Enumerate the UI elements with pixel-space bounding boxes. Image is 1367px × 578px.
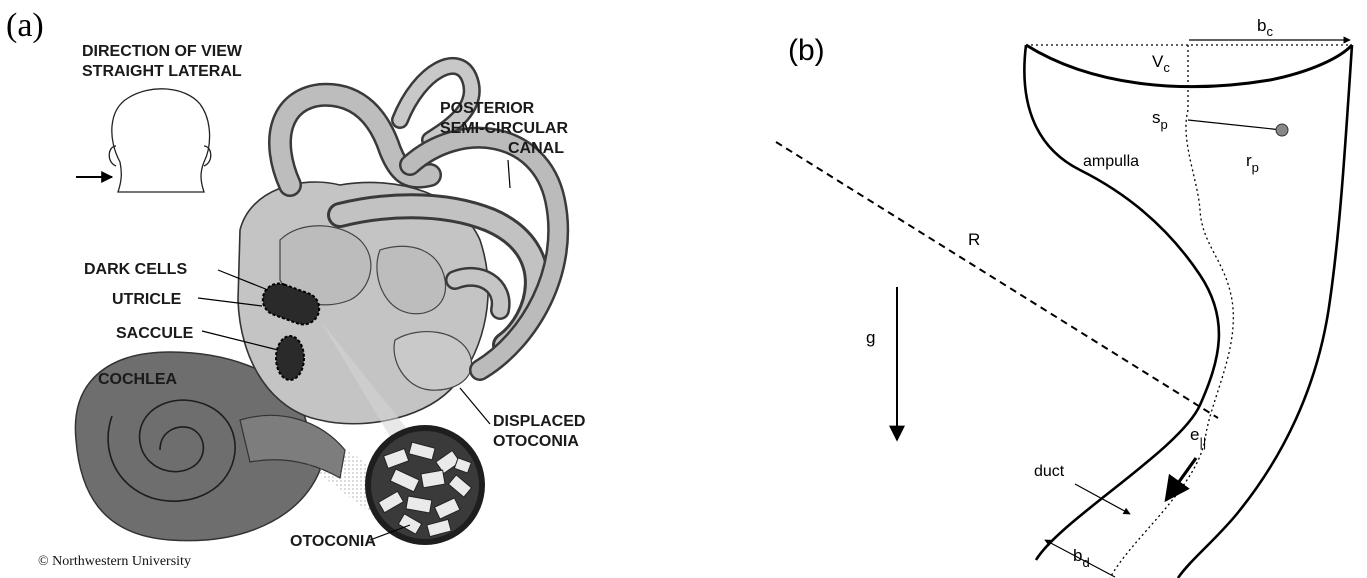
duct-leader (1075, 484, 1130, 514)
dark-cells-label: DARK CELLS (84, 261, 187, 278)
otoconia-label: OTOCONIA (290, 533, 376, 550)
bd-label: bd (1073, 546, 1090, 570)
posterior-canal-label-3: CANAL (508, 140, 564, 157)
outer-wall (1178, 45, 1352, 578)
posterior-canal-label-2: SEMI-CIRCULAR (440, 120, 568, 137)
saccule-shape (276, 336, 304, 380)
bc-label: bc (1257, 16, 1273, 39)
rp-label: rp (1246, 151, 1259, 175)
panel-a: (a) DIRECTION OF VIEW STRAIGHT LATERAL C… (6, 7, 585, 569)
saccule-label: SACCULE (116, 325, 194, 342)
copyright-text: © Northwestern University (38, 554, 191, 569)
sp-label: sp (1152, 108, 1168, 132)
panel-b: (b) bc Vc sp rp ampulla R g e|| d (776, 16, 1352, 578)
particle (1276, 124, 1288, 136)
panel-b-label: (b) (788, 34, 825, 67)
duct-label: duct (1034, 463, 1065, 480)
cupula-curve (1026, 45, 1352, 87)
displaced-otoconia-label-1: DISPLACED (493, 413, 585, 430)
cochlea-label: COCHLEA (98, 371, 178, 388)
vc-label: Vc (1152, 52, 1170, 75)
panel-a-label: (a) (6, 7, 44, 44)
displaced-otoconia-label-2: OTOCONIA (493, 433, 579, 450)
view-label-line2: STRAIGHT LATERAL (82, 63, 242, 80)
radius-R-line (776, 142, 1218, 418)
posterior-canal-label-1: POSTERIOR (440, 100, 535, 117)
particle-radius-line (1188, 120, 1282, 130)
R-label: R (968, 230, 980, 249)
view-label-line1: DIRECTION OF VIEW (82, 43, 243, 60)
inner-wall (1024, 45, 1219, 560)
g-label: g (866, 328, 875, 347)
centerline (1110, 45, 1233, 578)
ampulla-label: ampulla (1083, 153, 1139, 170)
head-silhouette (109, 89, 211, 192)
utricle-label: UTRICLE (112, 291, 182, 308)
e-parallel-label: e|| (1190, 425, 1206, 450)
e-parallel-arrow (1166, 458, 1196, 500)
